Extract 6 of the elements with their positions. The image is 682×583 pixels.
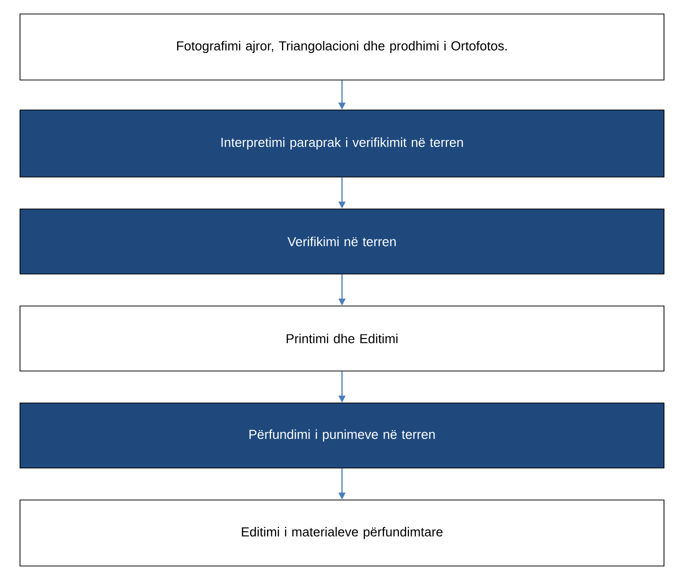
process-box: Interpretimi paraprak i verifikimit në terren [20, 110, 664, 178]
process-box: Përfundimi i punimeve në terren [20, 402, 664, 468]
process-box: Fotografimi ajror, Triangolacioni dhe prodhimi i Ortofotos. [20, 14, 664, 80]
process-box: Editimi i materialeve përfundimtare [20, 500, 664, 566]
process-box: Printimi dhe Editimi [20, 306, 664, 372]
process-box: Verifikimi në terren [20, 208, 664, 274]
